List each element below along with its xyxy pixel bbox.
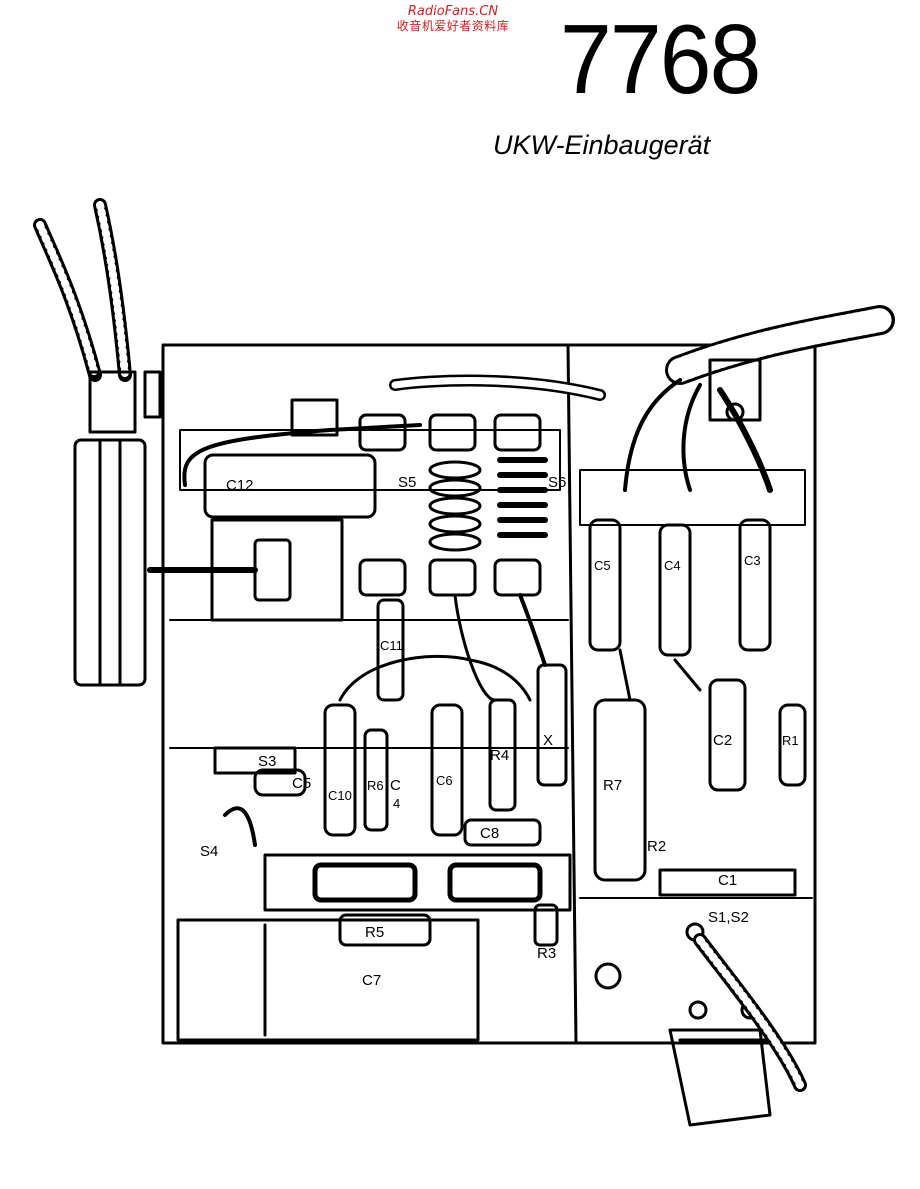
- coil-s6: [497, 457, 548, 538]
- label-r1: R1: [782, 733, 799, 748]
- chassis-frame: [161, 343, 817, 1045]
- label-c8: C8: [480, 825, 499, 842]
- watermark: RadioFans.CN 收音机爱好者资料库: [389, 4, 517, 34]
- label-c: C: [390, 777, 401, 794]
- label-c-four: 4: [393, 796, 400, 811]
- label-s1-s2: S1,S2: [708, 909, 749, 926]
- resistor-r1: [778, 703, 807, 787]
- capacitor-c10: [323, 703, 357, 837]
- label-r2: R2: [647, 838, 666, 855]
- label-r7: R7: [603, 777, 622, 794]
- capacitor-c11: [376, 598, 405, 702]
- resistor-r4: [488, 698, 517, 812]
- label-c12: C12: [226, 477, 254, 494]
- label-c10: C10: [328, 788, 352, 803]
- label-c5-left: C5: [292, 775, 311, 792]
- label-c3-right: C3: [744, 553, 761, 568]
- label-s3: S3: [258, 753, 276, 770]
- capacitor-c8: [463, 818, 542, 847]
- label-s5: S5: [398, 474, 416, 491]
- label-s6: S6: [548, 474, 566, 491]
- capacitor-c6: [430, 703, 464, 837]
- capacitor-c3-right: [738, 518, 772, 652]
- label-c4-right: C4: [664, 558, 681, 573]
- capacitor-c2: [708, 678, 747, 792]
- component-x: [536, 663, 568, 787]
- label-r5: R5: [365, 924, 384, 941]
- power-plug: [668, 1028, 772, 1127]
- watermark-text: 收音机爱好者资料库: [396, 19, 510, 33]
- terminal-block-left: [73, 438, 147, 687]
- resistor-r7: [593, 698, 647, 882]
- label-c5-right: C5: [594, 558, 611, 573]
- chassis-divider: [566, 343, 578, 1045]
- coil-s4: [223, 806, 257, 847]
- watermark-site: RadioFans.CN: [407, 4, 499, 19]
- label-s4: S4: [200, 843, 218, 860]
- capacitor-c5-right: [588, 518, 622, 652]
- capacitor-c5-left: [253, 768, 307, 797]
- label-c7: C7: [362, 972, 381, 989]
- label-c11: C11: [380, 638, 403, 653]
- resistor-r3: [533, 903, 559, 947]
- capacitor-c7: [176, 918, 480, 1042]
- resistor-r6: [363, 728, 389, 832]
- label-c6: C6: [436, 773, 453, 788]
- label-r3: R3: [537, 945, 556, 962]
- label-c2: C2: [713, 732, 732, 749]
- label-r6: R6: [367, 778, 384, 793]
- model-number: 7768: [560, 4, 761, 114]
- label-c1: C1: [718, 872, 737, 889]
- capacitor-c12: [203, 453, 377, 519]
- coil-s5: [428, 460, 482, 552]
- label-x: X: [543, 732, 553, 749]
- device-subtitle: UKW-Einbaugerät: [493, 130, 711, 160]
- resistor-r5: [338, 913, 432, 947]
- label-r4: R4: [490, 747, 509, 764]
- wire-top: [182, 423, 422, 487]
- capacitor-c4-right: [658, 523, 692, 657]
